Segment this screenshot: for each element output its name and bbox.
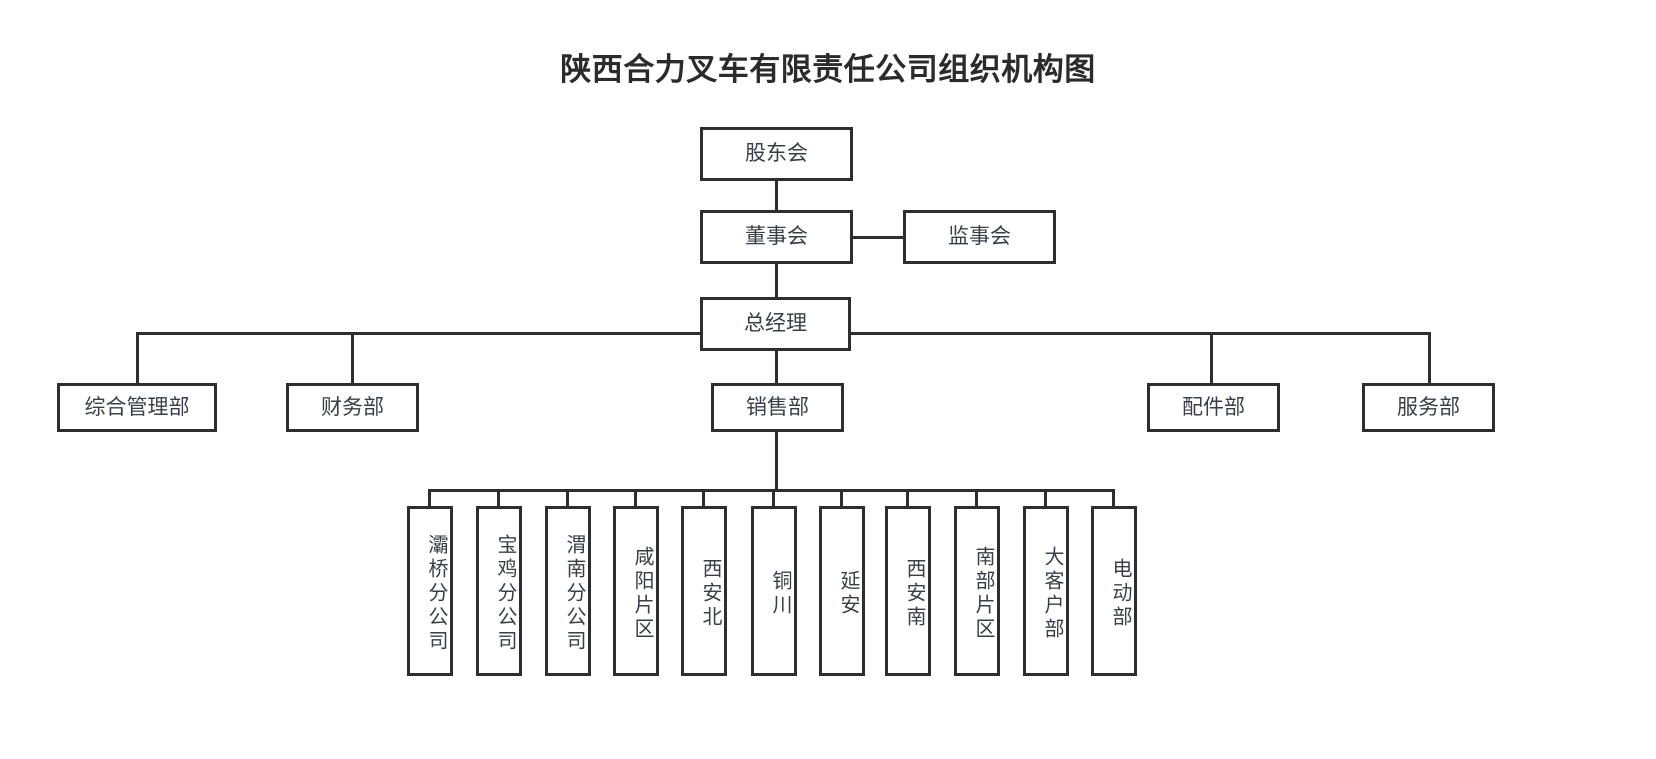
connector-drop-branch-4	[634, 489, 637, 507]
connector-board-to-gm	[775, 263, 778, 300]
node-branch-electric[interactable]: 电动部	[1091, 506, 1137, 676]
page-title: 陕西合力叉车有限责任公司组织机构图	[560, 52, 1096, 87]
connector-drop-parts	[1210, 332, 1213, 383]
node-department-service[interactable]: 服务部	[1362, 383, 1495, 432]
connector-drop-branch-2	[497, 489, 500, 507]
node-department-finance[interactable]: 财务部	[286, 383, 419, 432]
node-branch-south-area[interactable]: 南部片区	[954, 506, 1000, 676]
node-branch-tongchuan[interactable]: 铜川	[751, 506, 797, 676]
node-general-manager[interactable]: 总经理	[700, 297, 851, 351]
connector-shareholders-to-board	[775, 180, 778, 212]
connector-drop-comprehensive	[136, 332, 139, 383]
connector-drop-branch-6	[772, 489, 775, 507]
connector-drop-service	[1428, 332, 1431, 383]
node-branch-yanan[interactable]: 延安	[819, 506, 865, 676]
node-department-parts[interactable]: 配件部	[1147, 383, 1280, 432]
node-shareholders[interactable]: 股东会	[700, 127, 853, 181]
connector-bus-right	[848, 332, 1431, 335]
node-branch-baoji[interactable]: 宝鸡分公司	[476, 506, 522, 676]
node-branch-key-accounts[interactable]: 大客户部	[1023, 506, 1069, 676]
connector-drop-branch-7	[840, 489, 843, 507]
node-branch-xianyang-area[interactable]: 咸阳片区	[613, 506, 659, 676]
connector-drop-branch-8	[906, 489, 909, 507]
node-board-of-supervisors[interactable]: 监事会	[903, 210, 1056, 264]
connector-drop-branch-11	[1112, 489, 1115, 507]
connector-drop-branch-9	[975, 489, 978, 507]
connector-drop-branch-3	[566, 489, 569, 507]
connector-board-to-supervisors	[852, 236, 905, 239]
connector-bus-left	[136, 332, 702, 335]
connector-drop-branch-10	[1044, 489, 1047, 507]
connector-drop-branch-1	[428, 489, 431, 507]
node-branch-bachiao[interactable]: 灞桥分公司	[407, 506, 453, 676]
connector-drop-branch-5	[702, 489, 705, 507]
node-branch-xian-south[interactable]: 西安南	[885, 506, 931, 676]
node-branch-weinan[interactable]: 渭南分公司	[545, 506, 591, 676]
connector-drop-finance	[351, 332, 354, 383]
connector-branch-bus	[428, 489, 1114, 492]
connector-drop-sales	[775, 350, 778, 383]
node-department-sales[interactable]: 销售部	[711, 383, 844, 432]
node-branch-xian-north[interactable]: 西安北	[681, 506, 727, 676]
node-department-comprehensive-management[interactable]: 综合管理部	[57, 383, 217, 432]
node-board-of-directors[interactable]: 董事会	[700, 210, 853, 264]
connector-sales-to-branch-bus	[775, 431, 778, 491]
